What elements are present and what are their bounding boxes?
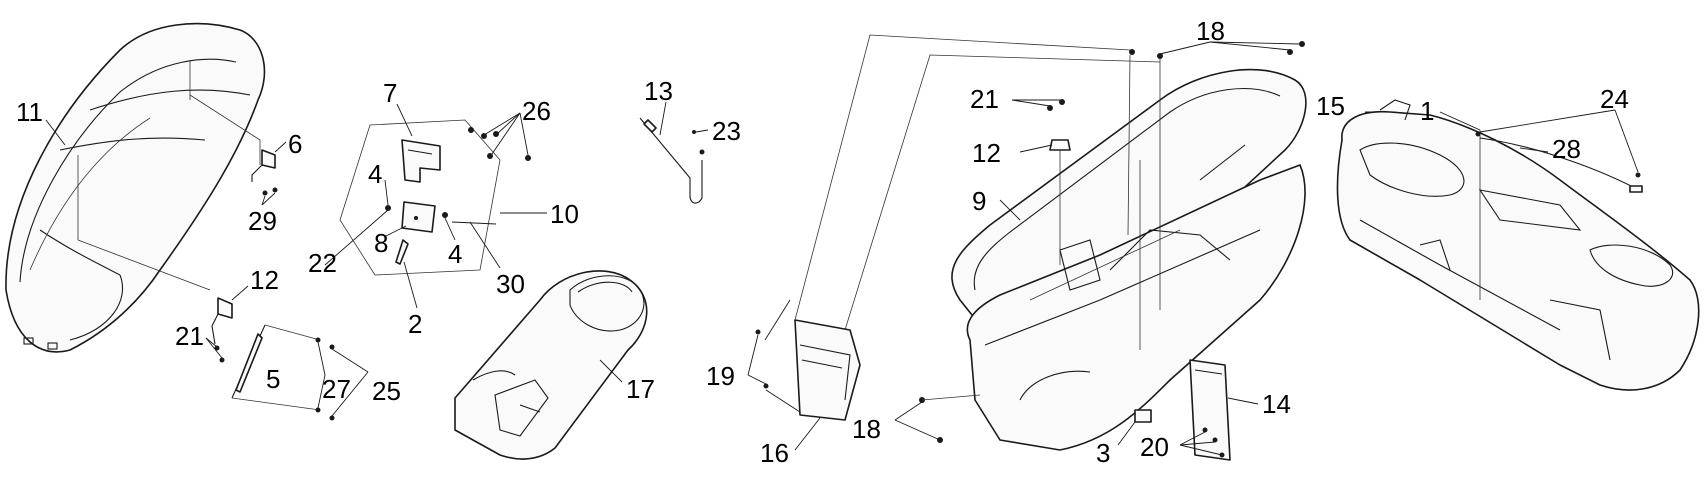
callout-30: 30 bbox=[496, 269, 525, 299]
callout-14: 14 bbox=[1262, 389, 1291, 419]
callout-15: 15 bbox=[1316, 91, 1345, 121]
callout-19: 19 bbox=[706, 361, 735, 391]
callout-12-left: 12 bbox=[250, 265, 279, 295]
callout-9: 9 bbox=[972, 186, 986, 216]
callout-2: 2 bbox=[408, 309, 422, 339]
callout-25: 25 bbox=[372, 376, 401, 406]
cover-plate-part bbox=[755, 319, 861, 421]
callout-27: 27 bbox=[322, 374, 351, 404]
bolt-set-top bbox=[1129, 41, 1305, 59]
callout-8: 8 bbox=[374, 228, 388, 258]
callout-17: 17 bbox=[626, 374, 655, 404]
callout-24: 24 bbox=[1600, 84, 1629, 114]
callout-21-mid: 21 bbox=[970, 84, 999, 114]
callout-26: 26 bbox=[522, 96, 551, 126]
callout-13: 13 bbox=[644, 76, 673, 106]
callout-12-mid: 12 bbox=[972, 138, 1001, 168]
callout-6: 6 bbox=[288, 129, 302, 159]
hinge-lower-part bbox=[211, 297, 233, 363]
callout-18-top: 18 bbox=[1196, 16, 1225, 46]
clip-part bbox=[1134, 409, 1152, 423]
support-rod-part bbox=[1475, 131, 1643, 193]
body-frame-part bbox=[1336, 99, 1700, 391]
callout-3: 3 bbox=[1096, 438, 1110, 468]
callout-4-lower: 4 bbox=[448, 239, 462, 269]
callout-16: 16 bbox=[760, 438, 789, 468]
callout-21-left: 21 bbox=[175, 321, 204, 351]
callout-1: 1 bbox=[1420, 96, 1434, 126]
callout-5: 5 bbox=[266, 364, 280, 394]
callout-4-upper: 4 bbox=[368, 159, 382, 189]
hinge-part bbox=[251, 149, 278, 196]
release-cable-part bbox=[639, 117, 705, 204]
callout-22: 22 bbox=[308, 248, 337, 278]
callout-18-lower: 18 bbox=[852, 414, 881, 444]
callout-7: 7 bbox=[383, 78, 397, 108]
callout-23: 23 bbox=[712, 116, 741, 146]
gas-strut-part bbox=[231, 324, 266, 399]
lock-bracket-part bbox=[339, 119, 531, 276]
callout-29: 29 bbox=[248, 206, 277, 236]
side-plate-part bbox=[1189, 359, 1231, 461]
callout-10: 10 bbox=[550, 199, 579, 229]
seat-cushion-part bbox=[454, 270, 648, 460]
bracket-mid-part bbox=[1047, 99, 1071, 151]
callout-11: 11 bbox=[16, 97, 43, 127]
seat-part bbox=[5, 22, 266, 353]
storage-box-part bbox=[951, 68, 1307, 451]
callout-20: 20 bbox=[1140, 432, 1169, 462]
callout-28: 28 bbox=[1552, 134, 1581, 164]
